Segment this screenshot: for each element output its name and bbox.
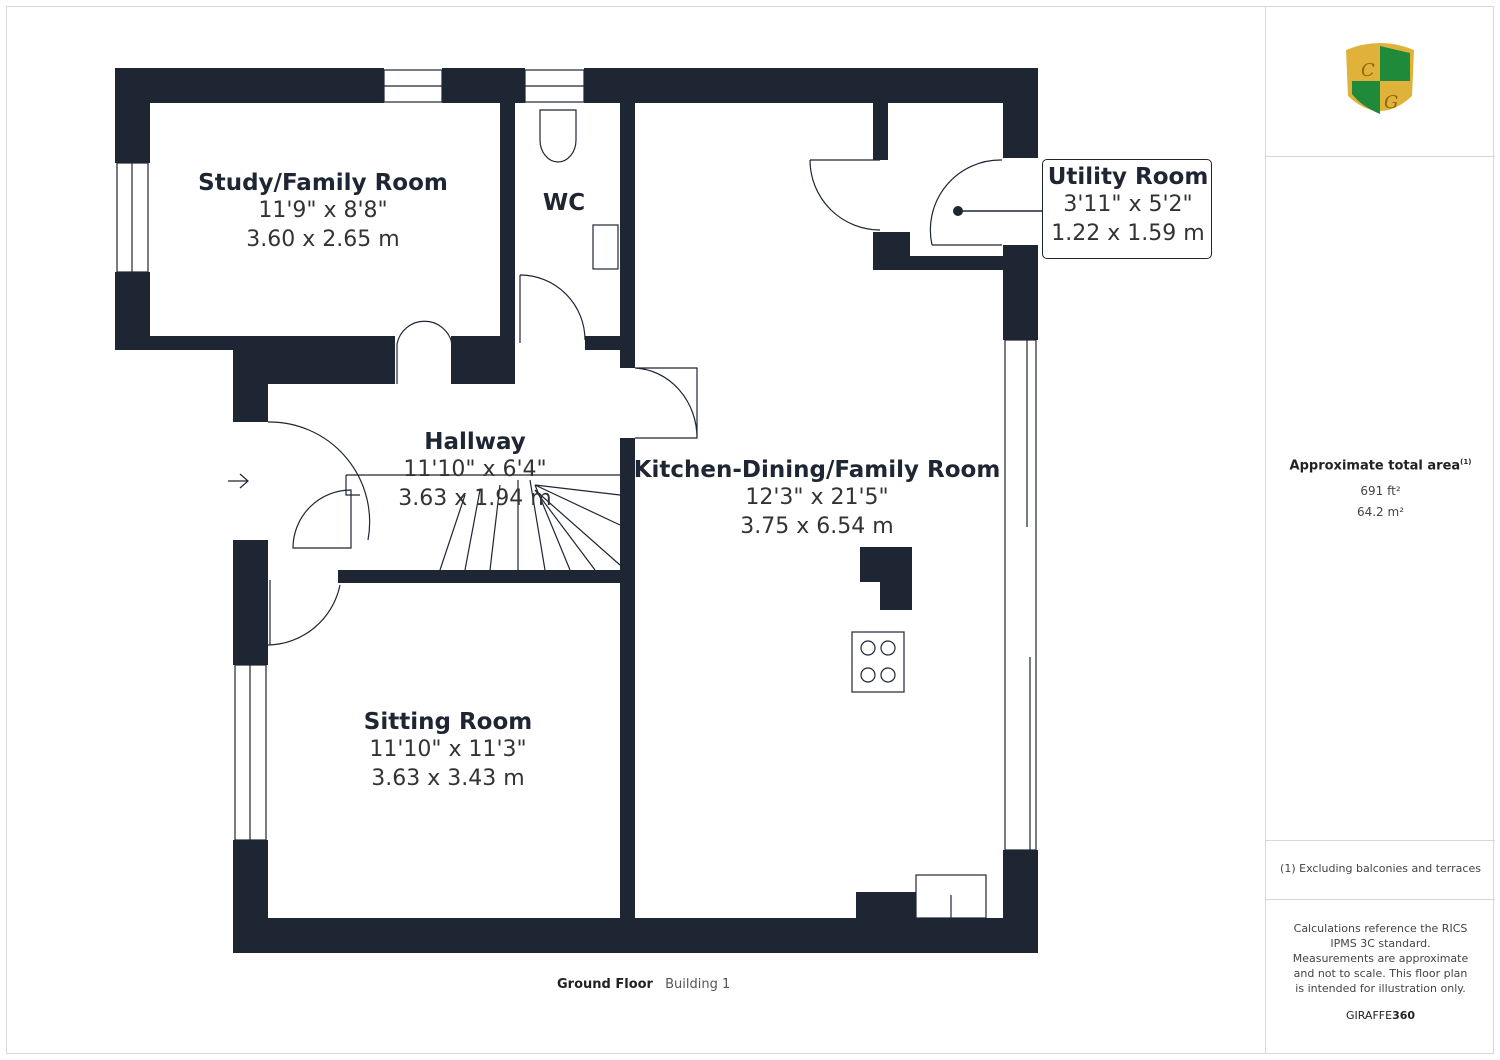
room-imperial: 11'10" x 11'3" <box>369 737 527 762</box>
room-imperial: 11'10" x 6'4" <box>403 457 547 482</box>
room-sitting: Sitting Room 11'10" x 11'3" 3.63 x 3.43 … <box>364 709 532 793</box>
building-name: Building 1 <box>665 977 731 992</box>
room-name: Kitchen-Dining/Family Room <box>633 457 1001 483</box>
room-wc: WC <box>543 190 585 216</box>
room-metric: 3.75 x 6.54 m <box>740 514 894 539</box>
walls <box>115 68 1038 953</box>
utility-room-callout: Utility Room 3'11" x 5'2" 1.22 x 1.59 m <box>1042 159 1212 259</box>
area-title: Approximate total area(1) <box>1289 458 1472 474</box>
room-hallway: Hallway 11'10" x 6'4" 3.63 x 1.94 m <box>398 429 551 513</box>
room-name: Study/Family Room <box>198 170 448 196</box>
room-name: Sitting Room <box>363 709 533 735</box>
room-name: WC <box>542 190 586 216</box>
page-frame <box>6 6 1494 1054</box>
room-metric: 3.63 x 1.94 m <box>398 486 552 511</box>
room-imperial: 3'11" x 5'2" <box>1063 192 1193 217</box>
room-kitchen: Kitchen-Dining/Family Room 12'3" x 21'5"… <box>634 457 1001 541</box>
svg-text:G: G <box>1384 92 1398 113</box>
room-imperial: 12'3" x 21'5" <box>745 485 889 510</box>
room-name: Hallway <box>424 429 526 455</box>
room-name: Utility Room <box>1047 164 1209 190</box>
floor-label: Ground Floor Building 1 <box>557 977 730 992</box>
info-panel: C G Approximate total area(1) 691 ft² 64… <box>1265 6 1495 1054</box>
brand: GIRAFFE360 <box>1345 1009 1416 1022</box>
fixtures <box>116 69 1037 919</box>
svg-text:C: C <box>1361 60 1375 81</box>
room-metric: 3.63 x 3.43 m <box>371 766 525 791</box>
area-m: 64.2 m² <box>1356 505 1405 519</box>
logo-shield-icon: C G <box>1346 43 1414 114</box>
footnote: (1) Excluding balconies and terraces <box>1280 862 1481 875</box>
room-metric: 3.60 x 2.65 m <box>246 227 400 252</box>
room-metric: 1.22 x 1.59 m <box>1051 221 1205 246</box>
room-study: Study/Family Room 11'9" x 8'8" 3.60 x 2.… <box>198 170 448 254</box>
area-ft: 691 ft² <box>1360 484 1401 498</box>
disclaimer: Calculations reference the RICS IPMS 3C … <box>1292 922 1469 995</box>
room-imperial: 11'9" x 8'8" <box>258 198 388 223</box>
floor-plan-drawing <box>115 68 1042 953</box>
floor-name: Ground Floor <box>557 977 653 992</box>
